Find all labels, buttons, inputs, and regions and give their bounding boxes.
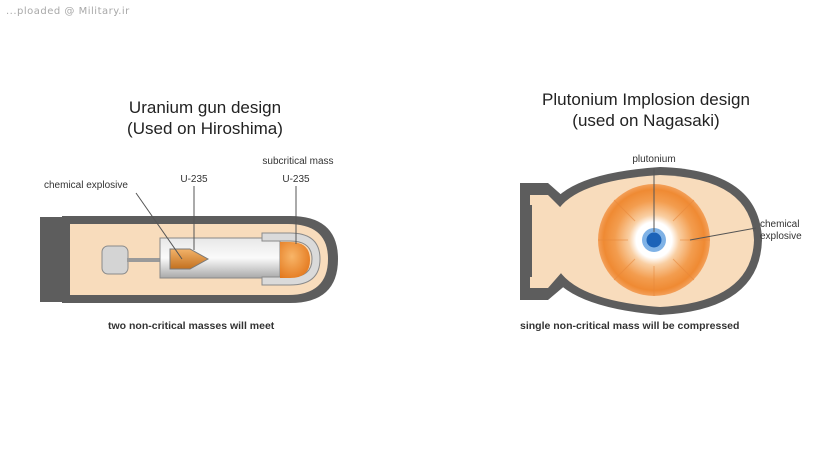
label-plutonium: plutonium: [632, 154, 676, 165]
target-housing: [261, 232, 321, 286]
u235-target: [280, 242, 310, 278]
label-chemical-line2: explosive: [760, 231, 802, 242]
implosion-design-caption: single non-critical mass will be compres…: [520, 320, 740, 332]
label-u235-target: U-235: [282, 174, 310, 185]
plutonium-core: [646, 232, 662, 248]
gun-design-title-line2: (Used on Hiroshima): [127, 119, 283, 138]
label-chemical-explosive: chemical explosive: [44, 180, 128, 191]
label-chemical-line1: chemical: [760, 219, 800, 230]
watermark: ...ploaded @ Military.ir: [6, 6, 130, 17]
gun-design-title: Uranium gun design (Used on Hiroshima): [90, 97, 320, 139]
implosion-design-title-line2: (used on Nagasaki): [572, 111, 720, 130]
implosion-design-title: Plutonium Implosion design (used on Naga…: [524, 89, 768, 131]
u235-bullet: [169, 248, 210, 270]
label-chemical-explosive-right: chemical explosive: [760, 219, 802, 243]
gun-design-title-line1: Uranium gun design: [128, 98, 282, 117]
implosion-design-title-line1: Plutonium Implosion design: [542, 90, 750, 109]
gun-design-caption: two non-critical masses will meet: [108, 320, 275, 332]
label-u235-bullet: U-235: [180, 174, 208, 185]
label-subcritical-mass: subcritical mass: [262, 156, 334, 167]
chemical-explosive-plug: [101, 245, 129, 275]
